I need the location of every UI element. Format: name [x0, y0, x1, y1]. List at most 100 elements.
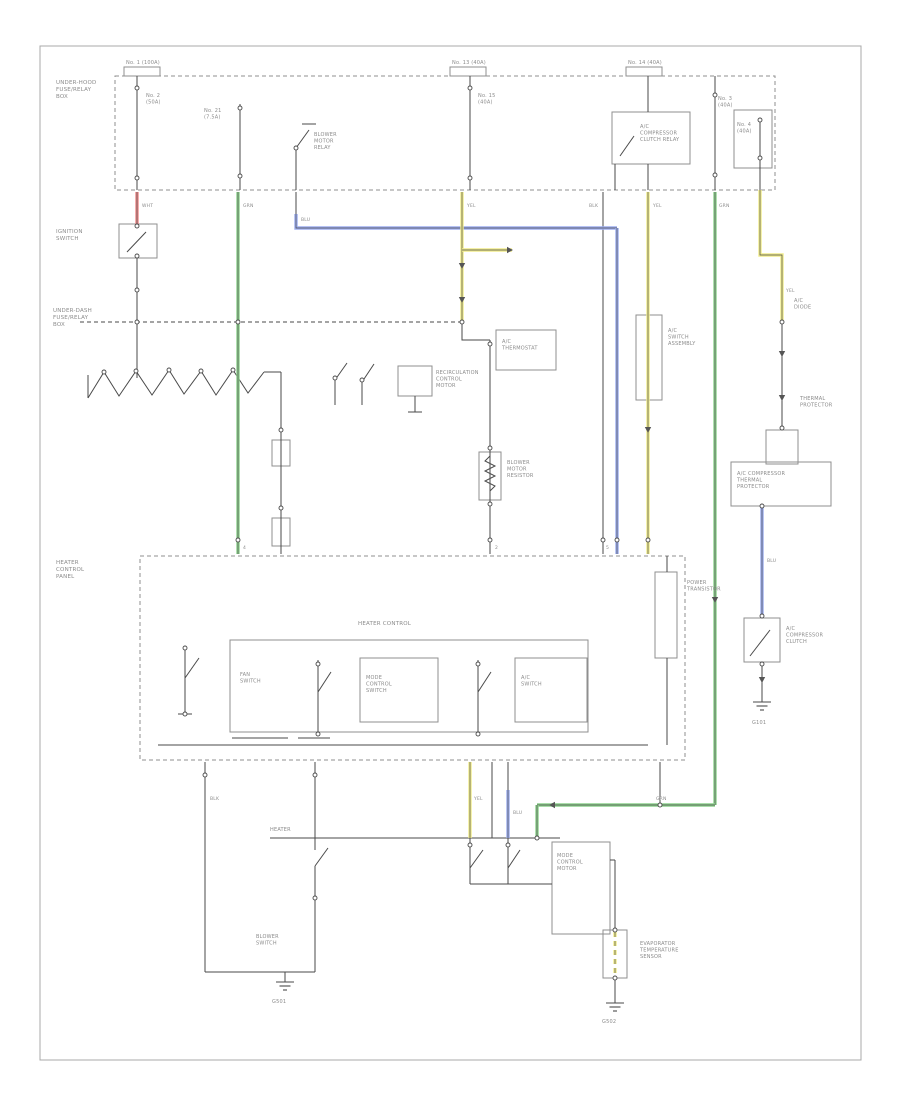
- wire: [295, 214, 617, 229]
- wire-color-yel-1-line: YEL: [466, 203, 476, 209]
- wire: [87, 369, 265, 399]
- fuse-21-label-line: No. 21: [204, 108, 221, 114]
- connector-dot: [202, 772, 208, 778]
- fuse-2-label: No. 2(50A): [146, 93, 161, 105]
- connector-dot: [645, 537, 651, 543]
- connector-dot: [315, 731, 321, 737]
- wire-color-yel-3: YEL: [785, 288, 795, 294]
- wire: [461, 322, 490, 341]
- ac-thermostat-label-line: THERMOSTAT: [501, 345, 538, 351]
- clutch-relay-box: [611, 111, 691, 165]
- fuse-4-label-line: No. 4: [737, 122, 751, 128]
- connector-dot: [759, 613, 765, 619]
- connector-dot: [134, 319, 140, 325]
- terminal-5: 5: [606, 545, 609, 551]
- fuse-4-label-line: (40A): [737, 128, 752, 134]
- ac-thermostat-label-line: A/C: [502, 339, 512, 345]
- connector-dot: [600, 537, 606, 543]
- wire: [483, 455, 497, 492]
- heater-panel-label-line: CONTROL: [56, 567, 85, 573]
- connector-dot: [757, 117, 763, 123]
- connector-dot: [278, 427, 284, 433]
- terminal-2: 2: [495, 545, 498, 551]
- wire: [469, 849, 484, 869]
- heater-inner-box: [229, 639, 589, 733]
- compressor-protector-label-line: THERMAL: [736, 477, 762, 483]
- connector-dot: [487, 537, 493, 543]
- wire-color-yel-4: YEL: [473, 796, 483, 802]
- fuse-4-label: No. 4(40A): [737, 122, 752, 134]
- fuse-15-label-line: No. 15: [478, 93, 495, 99]
- wire-color-grn-3: GRN: [656, 796, 667, 802]
- flow-arrow-icon: [778, 351, 786, 357]
- flow-arrow-icon: [644, 427, 652, 433]
- evap-sensor-label-line: SENSOR: [640, 954, 662, 960]
- connector-dot: [332, 375, 338, 381]
- connector-dot: [166, 367, 172, 373]
- mode-switch-box: [359, 657, 439, 723]
- ground-g501-label-line: G501: [272, 999, 286, 1005]
- wire-color-grn-1: GRN: [243, 203, 254, 209]
- terminal-4-line: 4: [243, 545, 246, 551]
- connector-dot: [315, 661, 321, 667]
- connector-dot: [487, 501, 493, 507]
- thermal-protector-label-line: PROTECTOR: [800, 402, 833, 408]
- wire-color-blu-2-line: BLU: [767, 558, 776, 564]
- fuse-15-label-line: (40A): [478, 99, 493, 105]
- clutch-relay-label-line: CLUTCH RELAY: [640, 137, 680, 143]
- connector-dot: [198, 368, 204, 374]
- compressor-clutch-label-line: A/C: [786, 626, 796, 632]
- connector-dot: [182, 645, 188, 651]
- wire-color-blk-1: BLK: [589, 203, 599, 209]
- underhood-fuse-box-label-line: UNDER-HOOD: [56, 80, 96, 86]
- connector-dot: [467, 175, 473, 181]
- page-frame: [39, 45, 862, 1061]
- connector-dot: [278, 505, 284, 511]
- fan-switch-label-line: SWITCH: [240, 678, 261, 684]
- fuse-tab-2-label: No. 13 (40A): [452, 60, 486, 66]
- mode-switch-label-line: MODE: [366, 675, 382, 681]
- connector-dot: [614, 537, 620, 543]
- connector-dot: [757, 155, 763, 161]
- fuse-tab-3-label: No. 14 (40A): [628, 60, 662, 66]
- connector-dot: [312, 895, 318, 901]
- ground-g502-label-line: G502: [602, 1019, 616, 1025]
- fuse-2-label-line: (50A): [146, 99, 161, 105]
- connector-dot: [235, 319, 241, 325]
- blower-relay-label-line: BLOWER: [314, 132, 337, 138]
- clutch-relay-label-line: A/C: [640, 124, 650, 130]
- ac-switch-label-line: ASSEMBLY: [668, 341, 696, 347]
- flow-arrow-icon: [458, 297, 466, 303]
- underhood-fuse-box: [114, 75, 776, 191]
- connector-dot: [134, 223, 140, 229]
- flow-arrow-icon: [711, 597, 719, 603]
- evap-sensor-label-line: TEMPERATURE: [639, 947, 679, 953]
- wire-color-blu-3: BLU: [513, 810, 522, 816]
- connector-dot: [534, 835, 540, 841]
- connector-dot: [293, 145, 299, 151]
- connector-dot: [712, 172, 718, 178]
- flow-arrow-icon: [549, 801, 555, 809]
- ground-g101-label: G101: [752, 720, 766, 726]
- fuse-tab-1-label-line: No. 1 (100A): [126, 60, 160, 66]
- wire-color-blk-2-line: BLK: [210, 796, 220, 802]
- compressor-protector-label-line: PROTECTOR: [737, 484, 770, 490]
- connector-dot: [712, 92, 718, 98]
- connector-dot: [133, 368, 139, 374]
- heater-wire-label: HEATER: [270, 827, 291, 833]
- fuse-4-box: [733, 109, 773, 169]
